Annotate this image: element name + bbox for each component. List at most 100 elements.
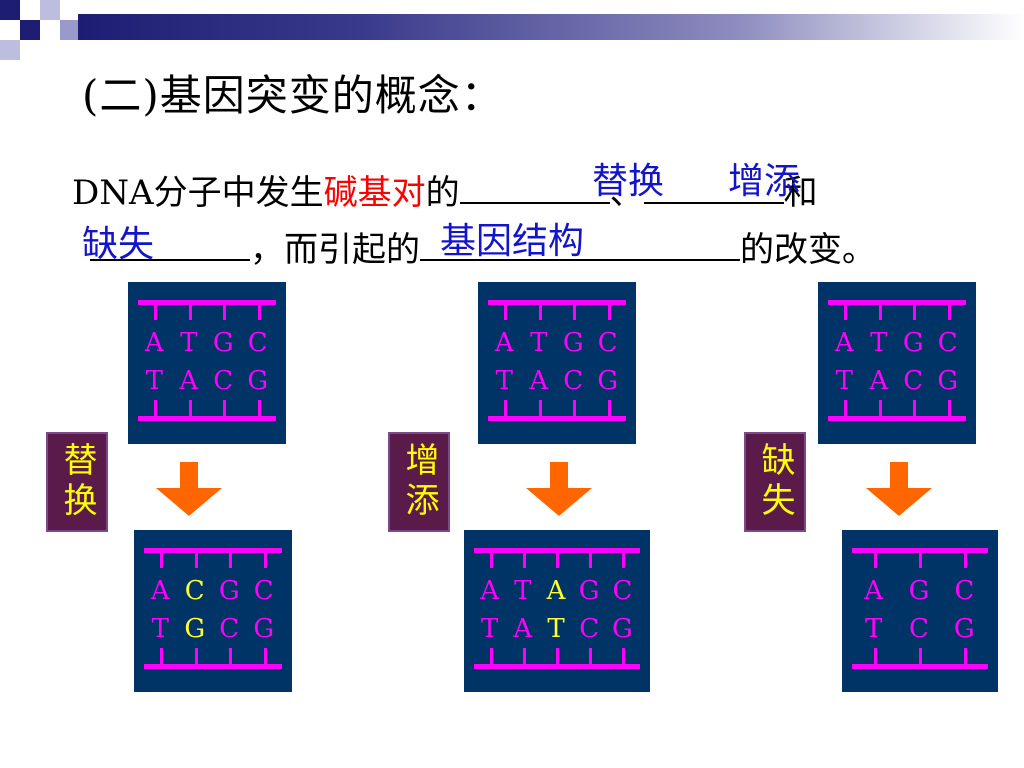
tick-bottom xyxy=(556,648,559,664)
base-bottom: T xyxy=(151,614,171,644)
base-bottom: T xyxy=(145,366,165,396)
blank-4[interactable] xyxy=(420,229,740,261)
backbone-top xyxy=(488,300,626,305)
tick-bottom xyxy=(489,648,493,664)
tick-top xyxy=(589,552,593,568)
base-bottom: C xyxy=(213,366,236,396)
backbone-top xyxy=(144,548,282,553)
tick-bottom xyxy=(589,648,593,664)
tick-bottom xyxy=(622,648,626,664)
base-top: A xyxy=(864,576,886,606)
corner-square-1 xyxy=(0,0,20,20)
base-bottom: T xyxy=(835,366,855,396)
tick-top xyxy=(919,552,922,568)
base-top: T xyxy=(180,328,200,358)
tick-bottom xyxy=(947,400,951,416)
page-title: (二)基因突变的概念： xyxy=(82,71,504,120)
tick-top xyxy=(489,552,493,568)
concept-middle: ，而引起的 xyxy=(250,230,420,270)
tick-top xyxy=(947,304,951,320)
corner-square-3 xyxy=(40,0,60,20)
answer-deletion: 缺失 xyxy=(82,224,155,265)
tick-bottom xyxy=(194,648,198,664)
tick-bottom xyxy=(964,648,968,664)
tick-bottom xyxy=(607,400,611,416)
answer-addition: 增添 xyxy=(728,161,801,202)
base-bottom: C xyxy=(903,366,926,396)
tick-top xyxy=(188,304,192,320)
blank-2[interactable] xyxy=(643,172,784,204)
base-bottom: T xyxy=(864,614,885,644)
corner-square-5 xyxy=(60,20,78,40)
base-top: C xyxy=(597,328,620,358)
base-top: A xyxy=(546,576,568,606)
backbone-bottom xyxy=(852,664,988,669)
concept-and: 和 xyxy=(783,173,818,213)
tick-top xyxy=(263,552,267,568)
base-bottom: G xyxy=(953,614,977,644)
base-top: G xyxy=(212,328,236,358)
base-top: G xyxy=(218,576,242,606)
tick-top xyxy=(160,552,164,568)
base-bottom: C xyxy=(219,614,242,644)
concept-line-2: ，而引起的 的改变。 xyxy=(90,222,876,271)
tick-top xyxy=(522,552,526,568)
base-bottom: G xyxy=(597,366,621,396)
blank-3[interactable] xyxy=(90,229,250,261)
tick-bottom xyxy=(229,648,233,664)
tick-bottom xyxy=(538,400,542,416)
base-top: G xyxy=(562,328,586,358)
base-top: C xyxy=(184,576,207,606)
backbone-bottom xyxy=(828,416,966,421)
concept-connector: 的 xyxy=(425,173,460,213)
tick-bottom xyxy=(223,400,227,416)
backbone-bottom xyxy=(144,664,282,669)
down-arrow-icon xyxy=(526,462,592,516)
tick-top xyxy=(913,304,917,320)
tick-top xyxy=(257,304,261,320)
label-substitution-text: 替换 xyxy=(57,442,97,522)
blank-1[interactable] xyxy=(459,172,610,204)
base-top: C xyxy=(612,576,635,606)
base-bottom: T xyxy=(480,614,501,644)
tick-top xyxy=(573,304,577,320)
base-bottom: T xyxy=(547,614,567,644)
base-top: G xyxy=(908,576,932,606)
base-top: G xyxy=(578,576,602,606)
tick-bottom xyxy=(154,400,158,416)
tick-top xyxy=(538,304,542,320)
base-top: T xyxy=(514,576,534,606)
concept-emphasis: 碱基对 xyxy=(323,173,426,213)
corner-square-4 xyxy=(0,40,20,60)
label-addition-text: 增添 xyxy=(399,442,439,522)
concept-line-1: DNA分子中发生碱基对的、和 xyxy=(72,165,818,214)
down-arrow-icon xyxy=(866,462,932,516)
base-top: G xyxy=(902,328,926,358)
base-top: A xyxy=(834,328,856,358)
base-bottom: T xyxy=(495,366,515,396)
tick-top xyxy=(229,552,233,568)
base-top: A xyxy=(150,576,172,606)
backbone-top xyxy=(138,300,276,305)
tick-bottom xyxy=(913,400,917,416)
base-bottom: G xyxy=(937,366,961,396)
corner-square-2 xyxy=(20,20,40,40)
concept-ending: 的改变。 xyxy=(740,230,876,270)
tick-bottom xyxy=(257,400,261,416)
backbone-bottom xyxy=(138,416,276,421)
label-substitution: 替换 xyxy=(46,432,108,532)
tick-bottom xyxy=(873,648,877,664)
tick-top xyxy=(194,552,198,568)
base-bottom: A xyxy=(529,366,551,396)
base-top: C xyxy=(247,328,270,358)
tick-top xyxy=(622,552,626,568)
tick-top xyxy=(964,552,968,568)
base-top: A xyxy=(480,576,501,606)
tick-bottom xyxy=(160,648,164,664)
concept-prefix: DNA分子中发生 xyxy=(72,173,324,213)
